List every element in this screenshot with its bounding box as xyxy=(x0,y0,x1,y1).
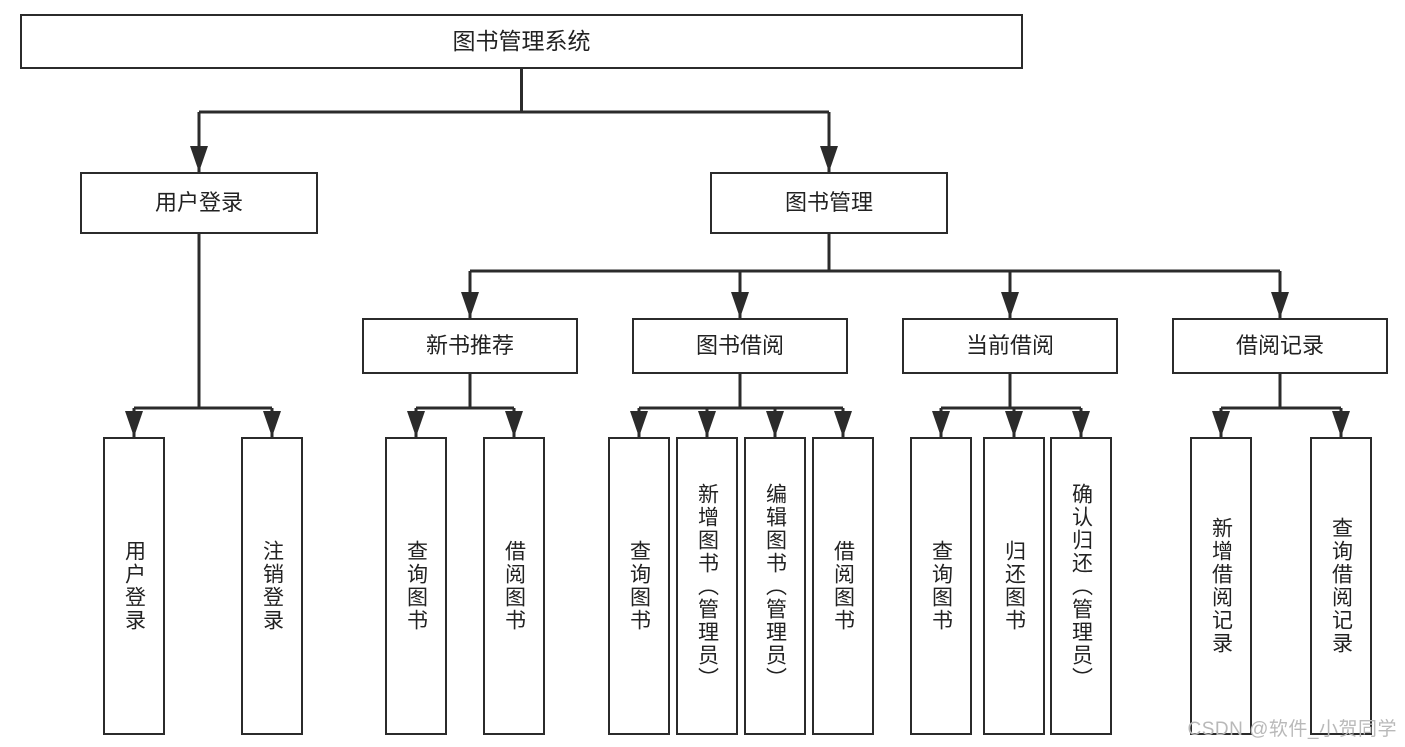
node-label: 新书推荐 xyxy=(425,332,514,358)
node-borrow-record[interactable]: 借阅记录 xyxy=(1172,318,1388,374)
node-leaf-return-book[interactable]: 归还图书 xyxy=(983,437,1045,735)
node-root[interactable]: 图书管理系统 xyxy=(20,14,1023,69)
node-leaf-query-book-1[interactable]: 查询图书 xyxy=(385,437,447,735)
node-leaf-logout[interactable]: 注销登录 xyxy=(241,437,303,735)
node-label: 用户登录 xyxy=(154,189,243,215)
node-label: 查询借阅记录 xyxy=(1329,517,1353,655)
node-book-manage[interactable]: 图书管理 xyxy=(710,172,948,234)
node-label: 借阅图书 xyxy=(502,540,526,632)
node-label: 归还图书 xyxy=(1002,540,1026,632)
node-label: 确认归还（管理员） xyxy=(1069,482,1093,690)
node-label: 当前借阅 xyxy=(965,332,1054,358)
node-leaf-user-login[interactable]: 用户登录 xyxy=(103,437,165,735)
node-label: 借阅记录 xyxy=(1235,332,1324,358)
node-leaf-borrow-book-1[interactable]: 借阅图书 xyxy=(483,437,545,735)
watermark-text: CSDN @软件_小贺同学 xyxy=(1187,719,1397,740)
node-leaf-borrow-book-2[interactable]: 借阅图书 xyxy=(812,437,874,735)
node-label: 图书借阅 xyxy=(695,332,784,358)
node-label: 注销登录 xyxy=(260,540,284,632)
node-user-login[interactable]: 用户登录 xyxy=(80,172,318,234)
node-new-book-rec[interactable]: 新书推荐 xyxy=(362,318,578,374)
node-leaf-query-record[interactable]: 查询借阅记录 xyxy=(1310,437,1372,735)
node-label: 借阅图书 xyxy=(831,540,855,632)
node-label: 图书管理系统 xyxy=(452,27,591,54)
node-leaf-add-book[interactable]: 新增图书（管理员） xyxy=(676,437,738,735)
node-leaf-confirm-return[interactable]: 确认归还（管理员） xyxy=(1050,437,1112,735)
node-label: 编辑图书（管理员） xyxy=(763,482,787,690)
node-label: 图书管理 xyxy=(784,189,873,215)
node-label: 新增借阅记录 xyxy=(1209,517,1233,655)
node-label: 用户登录 xyxy=(122,540,146,632)
node-leaf-query-book-2[interactable]: 查询图书 xyxy=(608,437,670,735)
node-leaf-add-record[interactable]: 新增借阅记录 xyxy=(1190,437,1252,735)
node-label: 新增图书（管理员） xyxy=(695,482,719,690)
node-label: 查询图书 xyxy=(404,540,428,632)
node-current-borrow[interactable]: 当前借阅 xyxy=(902,318,1118,374)
node-leaf-query-book-3[interactable]: 查询图书 xyxy=(910,437,972,735)
node-book-borrow[interactable]: 图书借阅 xyxy=(632,318,848,374)
node-label: 查询图书 xyxy=(929,540,953,632)
node-leaf-edit-book[interactable]: 编辑图书（管理员） xyxy=(744,437,806,735)
node-label: 查询图书 xyxy=(627,540,651,632)
